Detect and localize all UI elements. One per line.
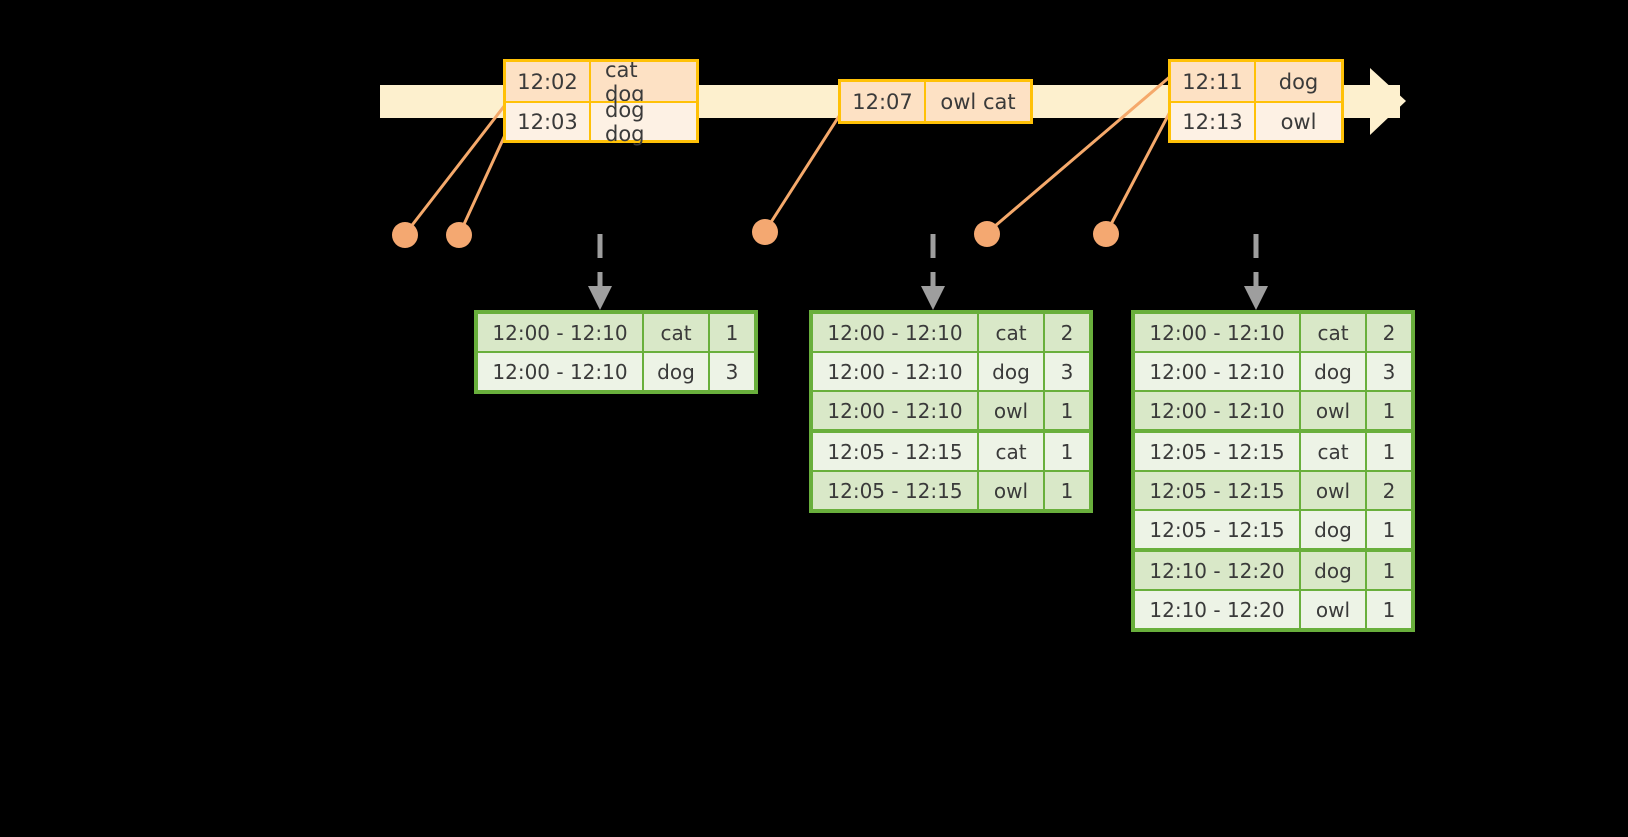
result-cell-key: owl: [979, 472, 1043, 509]
event-timestamp: 12:13: [1171, 103, 1256, 140]
event-row[interactable]: 12:02 cat dog: [506, 57, 696, 106]
event-value: owl cat: [940, 89, 1016, 114]
result-cell-count: 2: [1045, 314, 1089, 351]
result-cell-key: owl: [1301, 591, 1365, 628]
event-group-2[interactable]: 12:07 owl cat: [838, 79, 1033, 124]
result-cell-window: 12:00 - 12:10: [813, 353, 977, 390]
result-cell-key: cat: [979, 433, 1043, 470]
result-cell-key: dog: [1301, 552, 1365, 589]
emit-arrow-1: [588, 234, 612, 310]
dot-3: [752, 219, 778, 245]
result-cell-window: 12:05 - 12:15: [813, 472, 977, 509]
result-cell-window: 12:05 - 12:15: [813, 433, 977, 470]
event-row[interactable]: 12:07 owl cat: [841, 82, 1030, 121]
event-timestamp: 12:11: [1171, 62, 1256, 101]
result-cell-window: 12:05 - 12:15: [1135, 433, 1299, 470]
result-cell-window: 12:00 - 12:10: [1135, 392, 1299, 429]
dot-1: [392, 222, 418, 248]
event-row[interactable]: 12:11 dog: [1171, 62, 1341, 101]
result-cell-window: 12:00 - 12:10: [813, 314, 977, 351]
result-cell-key: dog: [1301, 353, 1365, 390]
result-cell-count: 1: [1367, 552, 1411, 589]
event-connector-lines: [404, 73, 1174, 234]
result-cell-window: 12:00 - 12:10: [1135, 353, 1299, 390]
result-cell-count: 1: [1367, 591, 1411, 628]
event-group-3[interactable]: 12:11 dog 12:13 owl: [1168, 59, 1344, 143]
event-connector-dots: [392, 219, 1119, 248]
emit-arrows: [588, 234, 1268, 310]
event-timestamp: 12:03: [506, 103, 591, 140]
event-value: cat dog: [605, 57, 645, 106]
result-cell-key: dog: [979, 353, 1043, 390]
result-cell-window: 12:05 - 12:15: [1135, 472, 1299, 509]
result-cell-count: 3: [1367, 353, 1411, 390]
dot-2: [446, 222, 472, 248]
event-timestamp: 12:07: [841, 82, 926, 121]
result-cell-key: dog: [644, 353, 708, 390]
result-cell-key: owl: [1301, 392, 1365, 429]
result-cell-count: 3: [1045, 353, 1089, 390]
event-row[interactable]: 12:13 owl: [1171, 101, 1341, 140]
result-cell-count: 1: [710, 314, 754, 351]
result-cell-key: owl: [979, 392, 1043, 429]
timeline-arrowhead: [1370, 68, 1406, 135]
result-cell-window: 12:10 - 12:20: [1135, 591, 1299, 628]
event-group-1[interactable]: 12:02 cat dog 12:03 dog dog: [503, 57, 699, 146]
result-cell-count: 2: [1367, 314, 1411, 351]
result-cell-key: cat: [979, 314, 1043, 351]
emit-arrow-2: [921, 234, 945, 310]
result-cell-key: cat: [644, 314, 708, 351]
result-cell-key: owl: [1301, 472, 1365, 509]
result-cell-window: 12:00 - 12:10: [478, 314, 642, 351]
result-cell-count: 3: [710, 353, 754, 390]
result-cell-window: 12:00 - 12:10: [813, 392, 977, 429]
result-cell-key: dog: [1301, 511, 1365, 548]
result-cell-count: 1: [1045, 472, 1089, 509]
dot-4: [974, 221, 1000, 247]
result-cell-window: 12:00 - 12:10: [478, 353, 642, 390]
result-cell-count: 1: [1367, 392, 1411, 429]
result-cell-count: 1: [1367, 511, 1411, 548]
result-cell-count: 1: [1045, 392, 1089, 429]
event-row[interactable]: 12:03 dog dog: [506, 97, 696, 146]
result-cell-window: 12:05 - 12:15: [1135, 511, 1299, 548]
event-value: dog: [1278, 69, 1319, 94]
dot-5: [1093, 221, 1119, 247]
result-cell-count: 2: [1367, 472, 1411, 509]
result-cell-window: 12:00 - 12:10: [1135, 314, 1299, 351]
emit-arrow-3: [1244, 234, 1268, 310]
result-cell-count: 1: [1367, 433, 1411, 470]
result-cell-key: cat: [1301, 433, 1365, 470]
result-cell-window: 12:10 - 12:20: [1135, 552, 1299, 589]
event-timestamp: 12:02: [506, 62, 591, 101]
result-cell-key: cat: [1301, 314, 1365, 351]
event-value: dog dog: [605, 97, 645, 146]
result-cell-count: 1: [1045, 433, 1089, 470]
event-value: owl: [1280, 109, 1317, 134]
